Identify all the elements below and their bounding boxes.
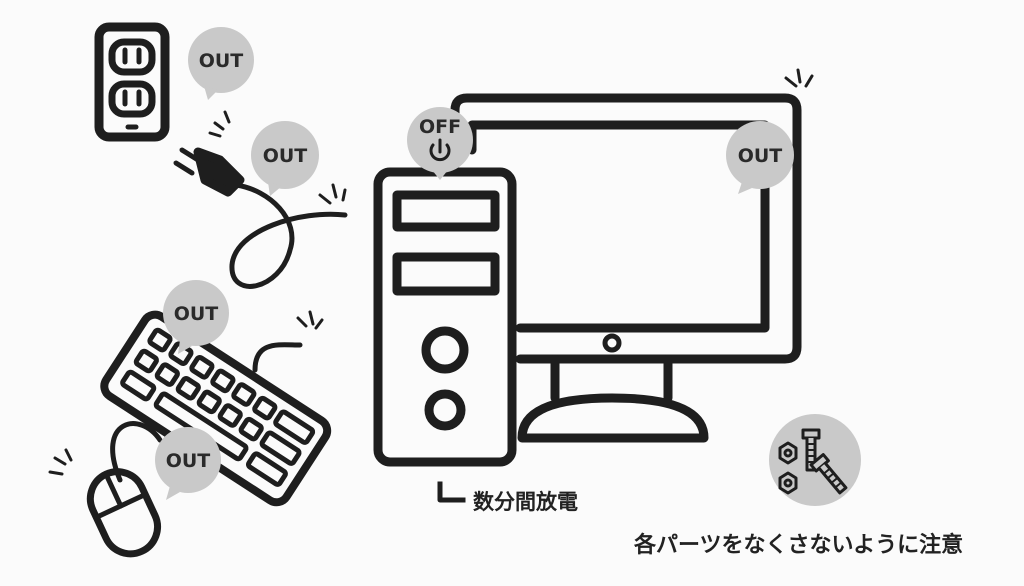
caption-marker [437, 481, 466, 503]
power-off-label: OFF [418, 116, 462, 138]
monitor-out-label: OUT [737, 145, 783, 167]
power-icon [429, 138, 451, 162]
mouse-icon [48, 421, 163, 558]
plug-icon [173, 110, 348, 289]
keyboard-cable [252, 342, 303, 373]
outlet-out-label: OUT [198, 50, 244, 72]
plug-out-label: OUT [262, 145, 308, 167]
mouse-out-label: OUT [165, 450, 211, 472]
outlet-icon [94, 22, 170, 142]
screws-icon [778, 428, 848, 495]
keyboard-out-label: OUT [173, 303, 219, 325]
discharge-caption: 数分間放電 [473, 490, 578, 514]
pc-tower-icon [373, 167, 517, 467]
parts-warning-caption: 各パーツをなくさないように注意 [634, 533, 964, 558]
